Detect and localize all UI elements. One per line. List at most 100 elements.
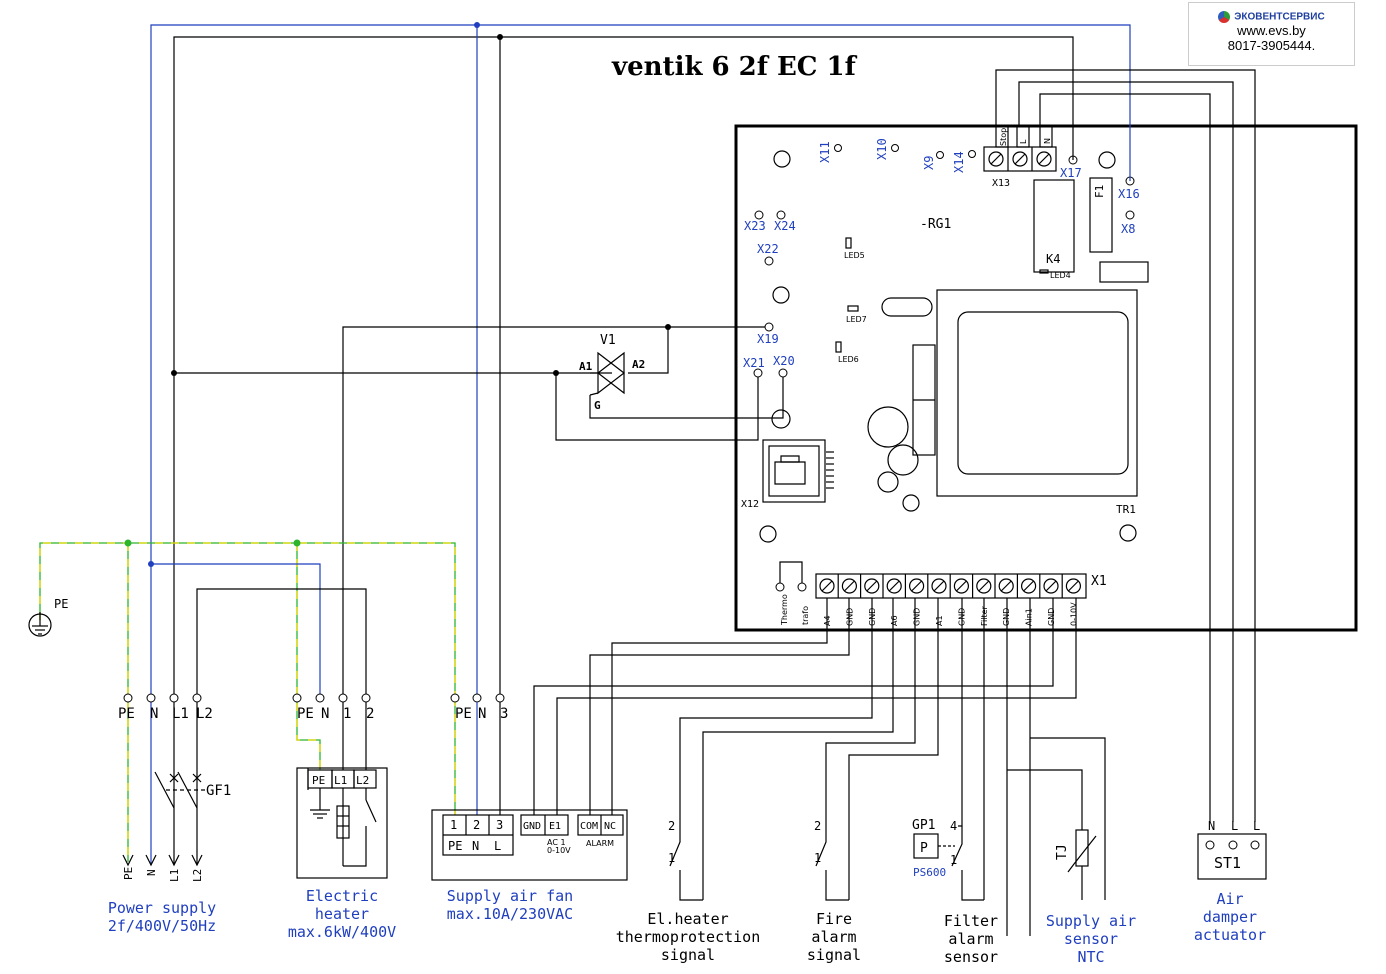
air-sensor-name: TJ bbox=[1055, 844, 1070, 860]
conn-x23: X23 bbox=[744, 219, 766, 233]
thermo-terminals: Thermo trafo bbox=[775, 561, 810, 626]
supply-fan: PE N 3 1 2 3 PE N L GND E1 AC 1 0-10V CO… bbox=[431, 693, 628, 923]
logo-icon bbox=[1218, 11, 1231, 23]
thermo-signal: 2 1 El.heater thermoprotection signal bbox=[616, 819, 761, 964]
logo-url: www.evs.by bbox=[1237, 23, 1306, 38]
heater-term-2: 2 bbox=[366, 706, 374, 722]
conn-x8: X8 bbox=[1121, 222, 1135, 236]
power-caption-1: Power supply bbox=[108, 899, 216, 917]
fire-pin-2: 2 bbox=[814, 819, 821, 833]
x1-label: 0-10V bbox=[1069, 602, 1078, 626]
filter-pin-4: 4 bbox=[950, 819, 957, 833]
x1-screw-slot bbox=[1067, 580, 1079, 592]
triac-a2: A2 bbox=[632, 358, 645, 371]
fan-top-nc: NC bbox=[604, 821, 616, 832]
x1-screw-slot bbox=[821, 580, 833, 592]
power-terminals: PE N L1 L2 GF1 PE N L1 L2 Power supply 2… bbox=[108, 693, 231, 935]
power-out-pe: PE bbox=[122, 867, 135, 880]
conn-x10: X10 bbox=[875, 138, 889, 160]
fire-caption-1: Fire bbox=[816, 910, 852, 928]
x1-screw bbox=[819, 578, 835, 594]
fan-bottom-l: L bbox=[494, 839, 501, 853]
conn-x22: X22 bbox=[757, 242, 779, 256]
x1-screw bbox=[908, 578, 925, 594]
triac-g: G bbox=[594, 399, 601, 412]
x13-n: N bbox=[1043, 138, 1052, 144]
conn-x14: X14 bbox=[952, 151, 966, 173]
heater-box-pe: PE bbox=[312, 774, 325, 787]
air-sensor: TJ Supply air sensor NTC bbox=[1046, 829, 1136, 966]
conn-x9: X9 bbox=[922, 156, 936, 170]
filter-caption-2: alarm bbox=[948, 930, 993, 948]
led7: LED7 bbox=[846, 315, 867, 324]
connector-labels: X11 X10 X9 X14 X13 X17 X16 X8 X23 X24 X2… bbox=[741, 138, 1140, 589]
conn-x24: X24 bbox=[774, 219, 796, 233]
fan-alarm-label: ALARM bbox=[586, 839, 614, 848]
x1-screw bbox=[1020, 578, 1037, 594]
logo-brand-text: ЭКОВЕНТСЕРВИС bbox=[1234, 11, 1325, 23]
conn-x12: X12 bbox=[741, 499, 759, 510]
x1-screw bbox=[976, 578, 992, 594]
x13-terminal: Stop L N bbox=[983, 125, 1057, 172]
pe-wiring: PE bbox=[28, 539, 456, 862]
heater-box-l2: L2 bbox=[356, 774, 369, 787]
diagram-title: ventik 6 2f EC 1f bbox=[611, 52, 858, 82]
conn-x13: X13 bbox=[992, 178, 1010, 189]
x1-screw-slot bbox=[1023, 580, 1035, 592]
actuator-term-l2: L bbox=[1253, 819, 1260, 833]
fan-bottom-pe: PE bbox=[448, 839, 462, 853]
x1-screw bbox=[886, 578, 902, 594]
board-name: -RG1 bbox=[920, 217, 951, 232]
x1-screw-slot bbox=[866, 580, 878, 592]
x1-label: Ain1 bbox=[1025, 608, 1034, 626]
led5: LED5 bbox=[844, 251, 865, 260]
x13-stop: Stop bbox=[999, 128, 1008, 146]
led6: LED6 bbox=[838, 355, 859, 364]
triac-a1: A1 bbox=[579, 360, 593, 373]
conn-x19: X19 bbox=[757, 332, 779, 346]
x1-screw bbox=[841, 578, 858, 594]
x1-screw-slot bbox=[1045, 580, 1057, 592]
conn-f1: F1 bbox=[1093, 185, 1106, 198]
damper-actuator: N L L ST1 Air damper actuator bbox=[1194, 819, 1267, 944]
actuator-name: ST1 bbox=[1214, 854, 1241, 872]
company-logo: ЭКОВЕНТСЕРВИС www.evs.by 8017-3905444. bbox=[1188, 2, 1355, 66]
x1-screw-slot bbox=[843, 580, 855, 592]
air-caption-3: NTC bbox=[1077, 948, 1104, 966]
fan-top-com: COM bbox=[580, 821, 598, 832]
x1-label: GND bbox=[1047, 608, 1056, 626]
heater-term-pe: PE bbox=[297, 706, 314, 722]
actuator-term-n: N bbox=[1208, 819, 1215, 833]
thermo-pin-2: 2 bbox=[668, 819, 675, 833]
thermo-pin-1: 1 bbox=[668, 851, 675, 865]
thermo-label: Thermo bbox=[780, 594, 789, 626]
heater-wiring bbox=[148, 561, 367, 865]
power-caption-2: 2f/400V/50Hz bbox=[108, 917, 216, 935]
fan-top-3: 3 bbox=[496, 818, 503, 832]
conn-x17: X17 bbox=[1060, 166, 1082, 180]
x1-screw bbox=[998, 578, 1014, 594]
trafo-label: trafo bbox=[801, 606, 810, 625]
heater-term-1: 1 bbox=[343, 706, 351, 722]
fan-caption-1: Supply air fan bbox=[447, 887, 573, 905]
x1-screw bbox=[1043, 578, 1059, 594]
actuator-caption-1: Air bbox=[1216, 890, 1243, 908]
x1-screw-slot bbox=[955, 580, 967, 592]
heater-term-n: N bbox=[321, 706, 329, 722]
x1-screw bbox=[864, 578, 880, 594]
x1-label: A6 bbox=[890, 615, 899, 626]
heater-box-l1: L1 bbox=[334, 774, 347, 787]
x1-screw-slot bbox=[933, 580, 945, 592]
fire-caption-3: signal bbox=[807, 946, 861, 964]
air-caption-1: Supply air bbox=[1046, 912, 1136, 930]
fire-pin-1: 1 bbox=[814, 851, 821, 865]
heater-caption-3: max.6kW/400V bbox=[288, 923, 396, 941]
power-term-pe: PE bbox=[118, 706, 135, 722]
conn-tr1: TR1 bbox=[1116, 503, 1136, 516]
logo-phone: 8017-3905444. bbox=[1227, 38, 1316, 53]
x1-label: GND bbox=[845, 608, 854, 626]
air-caption-2: sensor bbox=[1064, 930, 1118, 948]
x13-l: L bbox=[1019, 139, 1028, 144]
x1-screw-slot bbox=[888, 580, 900, 592]
